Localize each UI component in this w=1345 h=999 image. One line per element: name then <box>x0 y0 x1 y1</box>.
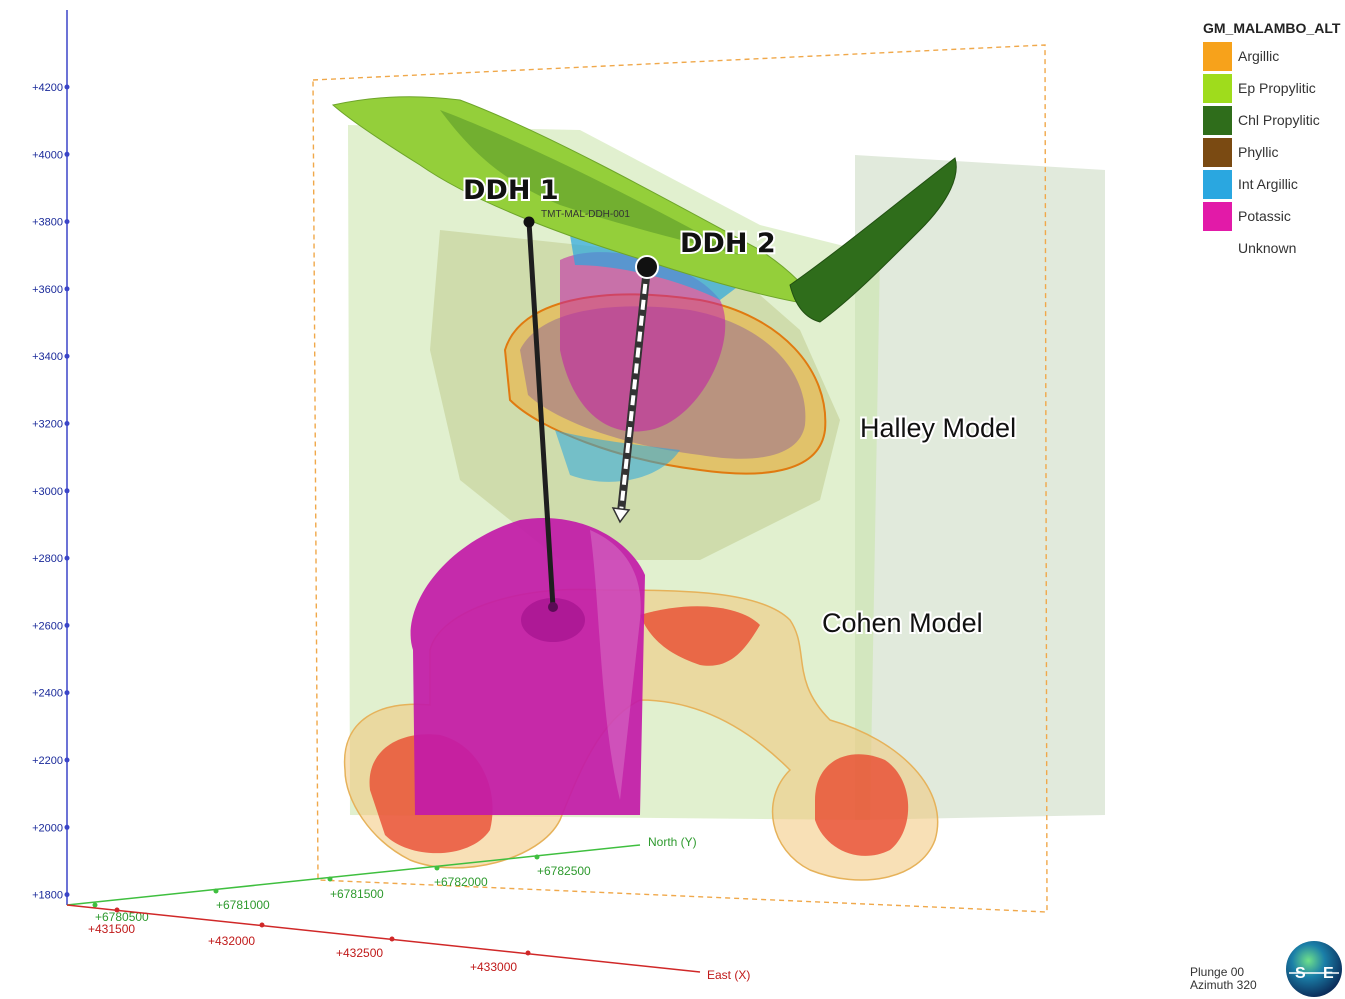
legend-swatch <box>1203 138 1232 167</box>
east-axis-tick-label: +432000 <box>208 934 255 948</box>
north-axis-tick-mark <box>535 855 540 860</box>
z-axis-tick-label: +4000 <box>32 149 63 161</box>
legend-item[interactable]: Chl Propylitic <box>1203 104 1343 136</box>
legend-item[interactable]: Potassic <box>1203 200 1343 232</box>
legend-item[interactable]: Int Argillic <box>1203 168 1343 200</box>
ddh2-label: DDH 2 <box>680 228 776 259</box>
legend-item-label: Potassic <box>1238 208 1291 224</box>
compass-globe-icon[interactable]: S E <box>1285 940 1343 998</box>
legend-swatch <box>1203 42 1232 71</box>
legend-item[interactable]: Argillic <box>1203 40 1343 72</box>
north-axis-tick-mark <box>214 889 219 894</box>
compass-letter-s: S <box>1295 965 1306 982</box>
z-axis-tick-label: +2800 <box>32 553 63 565</box>
ddh1-label: DDH 1 <box>463 175 559 206</box>
east-axis-tick-mark <box>115 908 120 913</box>
legend-items: Argillic Ep PropyliticChl PropyliticPhyll… <box>1203 40 1343 264</box>
z-axis-tick-label: +3400 <box>32 351 63 363</box>
north-axis-ticks: +6780500+6781000+6781500+6782000+6782500 <box>93 855 592 925</box>
legend-item-label: Ep Propylitic <box>1238 80 1316 96</box>
north-axis-tick-label: +6782500 <box>537 864 591 878</box>
azimuth-readout: Azimuth 320 <box>1190 979 1257 992</box>
legend-item-label: Phyllic <box>1238 144 1278 160</box>
ddh2-collar[interactable] <box>636 256 658 278</box>
legend-swatch <box>1203 74 1232 103</box>
legend-item[interactable]: Ep Propylitic <box>1203 72 1343 104</box>
view-orientation: Plunge 00 Azimuth 320 <box>1190 966 1257 992</box>
cohen-model-label: Cohen Model <box>822 608 983 638</box>
ddh1-end-marker <box>548 602 558 612</box>
z-axis-tick-mark <box>65 623 70 628</box>
legend-swatch <box>1203 202 1232 231</box>
legend-item-label: Int Argillic <box>1238 176 1298 192</box>
z-axis-tick-label: +4200 <box>32 82 63 94</box>
east-axis-tick-label: +433000 <box>470 960 517 974</box>
east-axis-name: East (X) <box>707 968 750 982</box>
north-axis-tick-mark <box>435 866 440 871</box>
z-axis-tick-mark <box>65 219 70 224</box>
north-axis-tick-mark <box>328 877 333 882</box>
z-axis-tick-mark <box>65 488 70 493</box>
z-axis-tick-label: +3000 <box>32 486 63 498</box>
east-axis-ticks: +431500 +432000 +432500 +433000 <box>88 908 531 975</box>
halley-model-label: Halley Model <box>860 413 1016 443</box>
z-axis-tick-label: +1800 <box>32 890 63 902</box>
z-axis-tick-mark <box>65 286 70 291</box>
z-axis-tick-mark <box>65 85 70 90</box>
ddh1-hole-id: TMT-MAL-DDH-001 <box>541 209 630 220</box>
legend-swatch <box>1203 106 1232 135</box>
z-axis-tick-mark <box>65 556 70 561</box>
z-axis-tick-label: +2200 <box>32 755 63 767</box>
legend-item-label: Chl Propylitic <box>1238 112 1320 128</box>
compass-letter-e: E <box>1323 965 1334 982</box>
cohen-right-core <box>815 754 908 856</box>
north-axis-tick-label: +6781000 <box>216 898 270 912</box>
north-axis-name: North (Y) <box>648 835 697 849</box>
ddh1-collar[interactable] <box>524 217 535 228</box>
z-axis-tick-mark <box>65 690 70 695</box>
north-axis-tick-mark <box>93 903 98 908</box>
z-axis-tick-mark <box>65 421 70 426</box>
z-axis-tick-mark <box>65 758 70 763</box>
legend-item-label: Argillic <box>1238 48 1279 64</box>
z-axis-tick-label: +2600 <box>32 620 63 632</box>
east-axis-tick-mark <box>390 937 395 942</box>
z-axis-tick-label: +2400 <box>32 688 63 700</box>
north-axis-tick-label: +6781500 <box>330 887 384 901</box>
legend-item[interactable]: Phyllic <box>1203 136 1343 168</box>
north-axis-tick-label: +6782000 <box>434 875 488 889</box>
z-axis-tick-label: +3600 <box>32 284 63 296</box>
z-axis-tick-label: +3200 <box>32 419 63 431</box>
legend-item[interactable]: Unknown <box>1203 232 1343 264</box>
legend: GM_MALAMBO_ALT Argillic Ep PropyliticChl … <box>1203 20 1343 264</box>
east-axis-tick-label: +431500 <box>88 922 135 936</box>
z-axis-tick-label: +2000 <box>32 822 63 834</box>
z-axis-tick-label: +3800 <box>32 217 63 229</box>
z-axis-tick-mark <box>65 354 70 359</box>
legend-swatch <box>1203 234 1232 263</box>
z-axis-tick-mark <box>65 152 70 157</box>
z-axis-ticks: +4200 +4000 +3800 +3600 +3400 +3200 +3000 +2800… <box>32 82 69 902</box>
east-axis-tick-mark <box>526 951 531 956</box>
east-axis-tick-label: +432500 <box>336 946 383 960</box>
legend-swatch <box>1203 170 1232 199</box>
east-axis-tick-mark <box>260 923 265 928</box>
z-axis-tick-mark <box>65 892 70 897</box>
legend-item-label: Unknown <box>1238 240 1296 256</box>
z-axis-tick-mark <box>65 825 70 830</box>
legend-title: GM_MALAMBO_ALT <box>1203 20 1343 36</box>
east-axis-line <box>67 905 700 972</box>
